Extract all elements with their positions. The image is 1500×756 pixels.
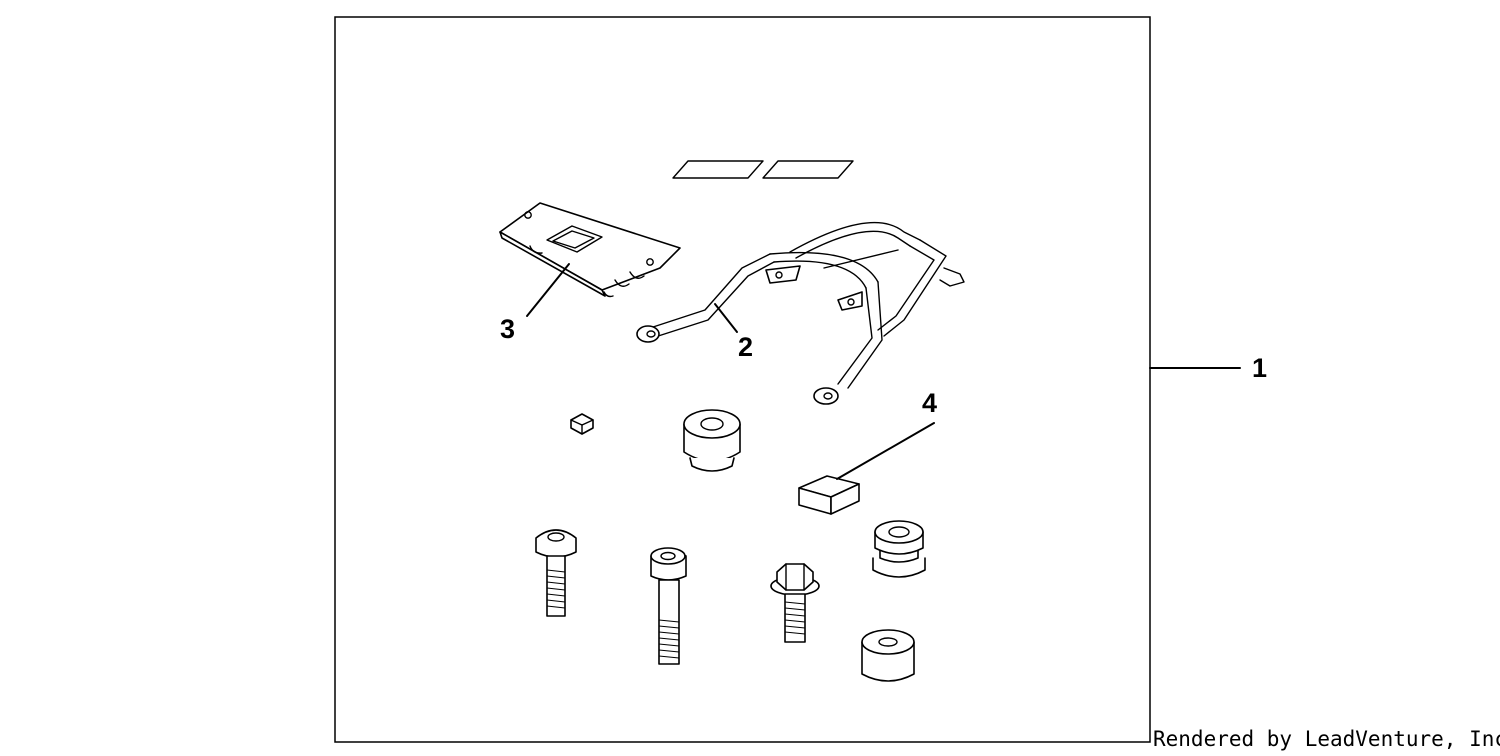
collar[interactable] bbox=[861, 629, 915, 682]
carrier-rack[interactable] bbox=[636, 221, 965, 405]
hex-nut[interactable] bbox=[570, 413, 594, 435]
pad[interactable] bbox=[798, 475, 860, 515]
socket-bolt-short[interactable] bbox=[535, 529, 577, 617]
callout-4: 4 bbox=[922, 388, 937, 418]
kit-frame bbox=[334, 16, 1151, 743]
callout-2: 2 bbox=[738, 332, 753, 362]
socket-bolt-long[interactable] bbox=[650, 547, 687, 665]
leader-line-pad bbox=[836, 422, 935, 480]
mounting-plate[interactable] bbox=[499, 202, 681, 298]
render-credit: Rendered by LeadVenture, Inc. bbox=[1153, 727, 1500, 751]
leader-line-plate bbox=[526, 263, 570, 317]
rubber-grommet-stepped[interactable] bbox=[872, 520, 926, 578]
rubber-grommet-large[interactable] bbox=[683, 409, 741, 472]
decal-pair bbox=[672, 160, 854, 179]
leader-line-rack bbox=[714, 303, 738, 333]
flange-bolt[interactable] bbox=[770, 563, 820, 643]
callout-1: 1 bbox=[1252, 353, 1267, 383]
callout-3: 3 bbox=[500, 314, 515, 344]
